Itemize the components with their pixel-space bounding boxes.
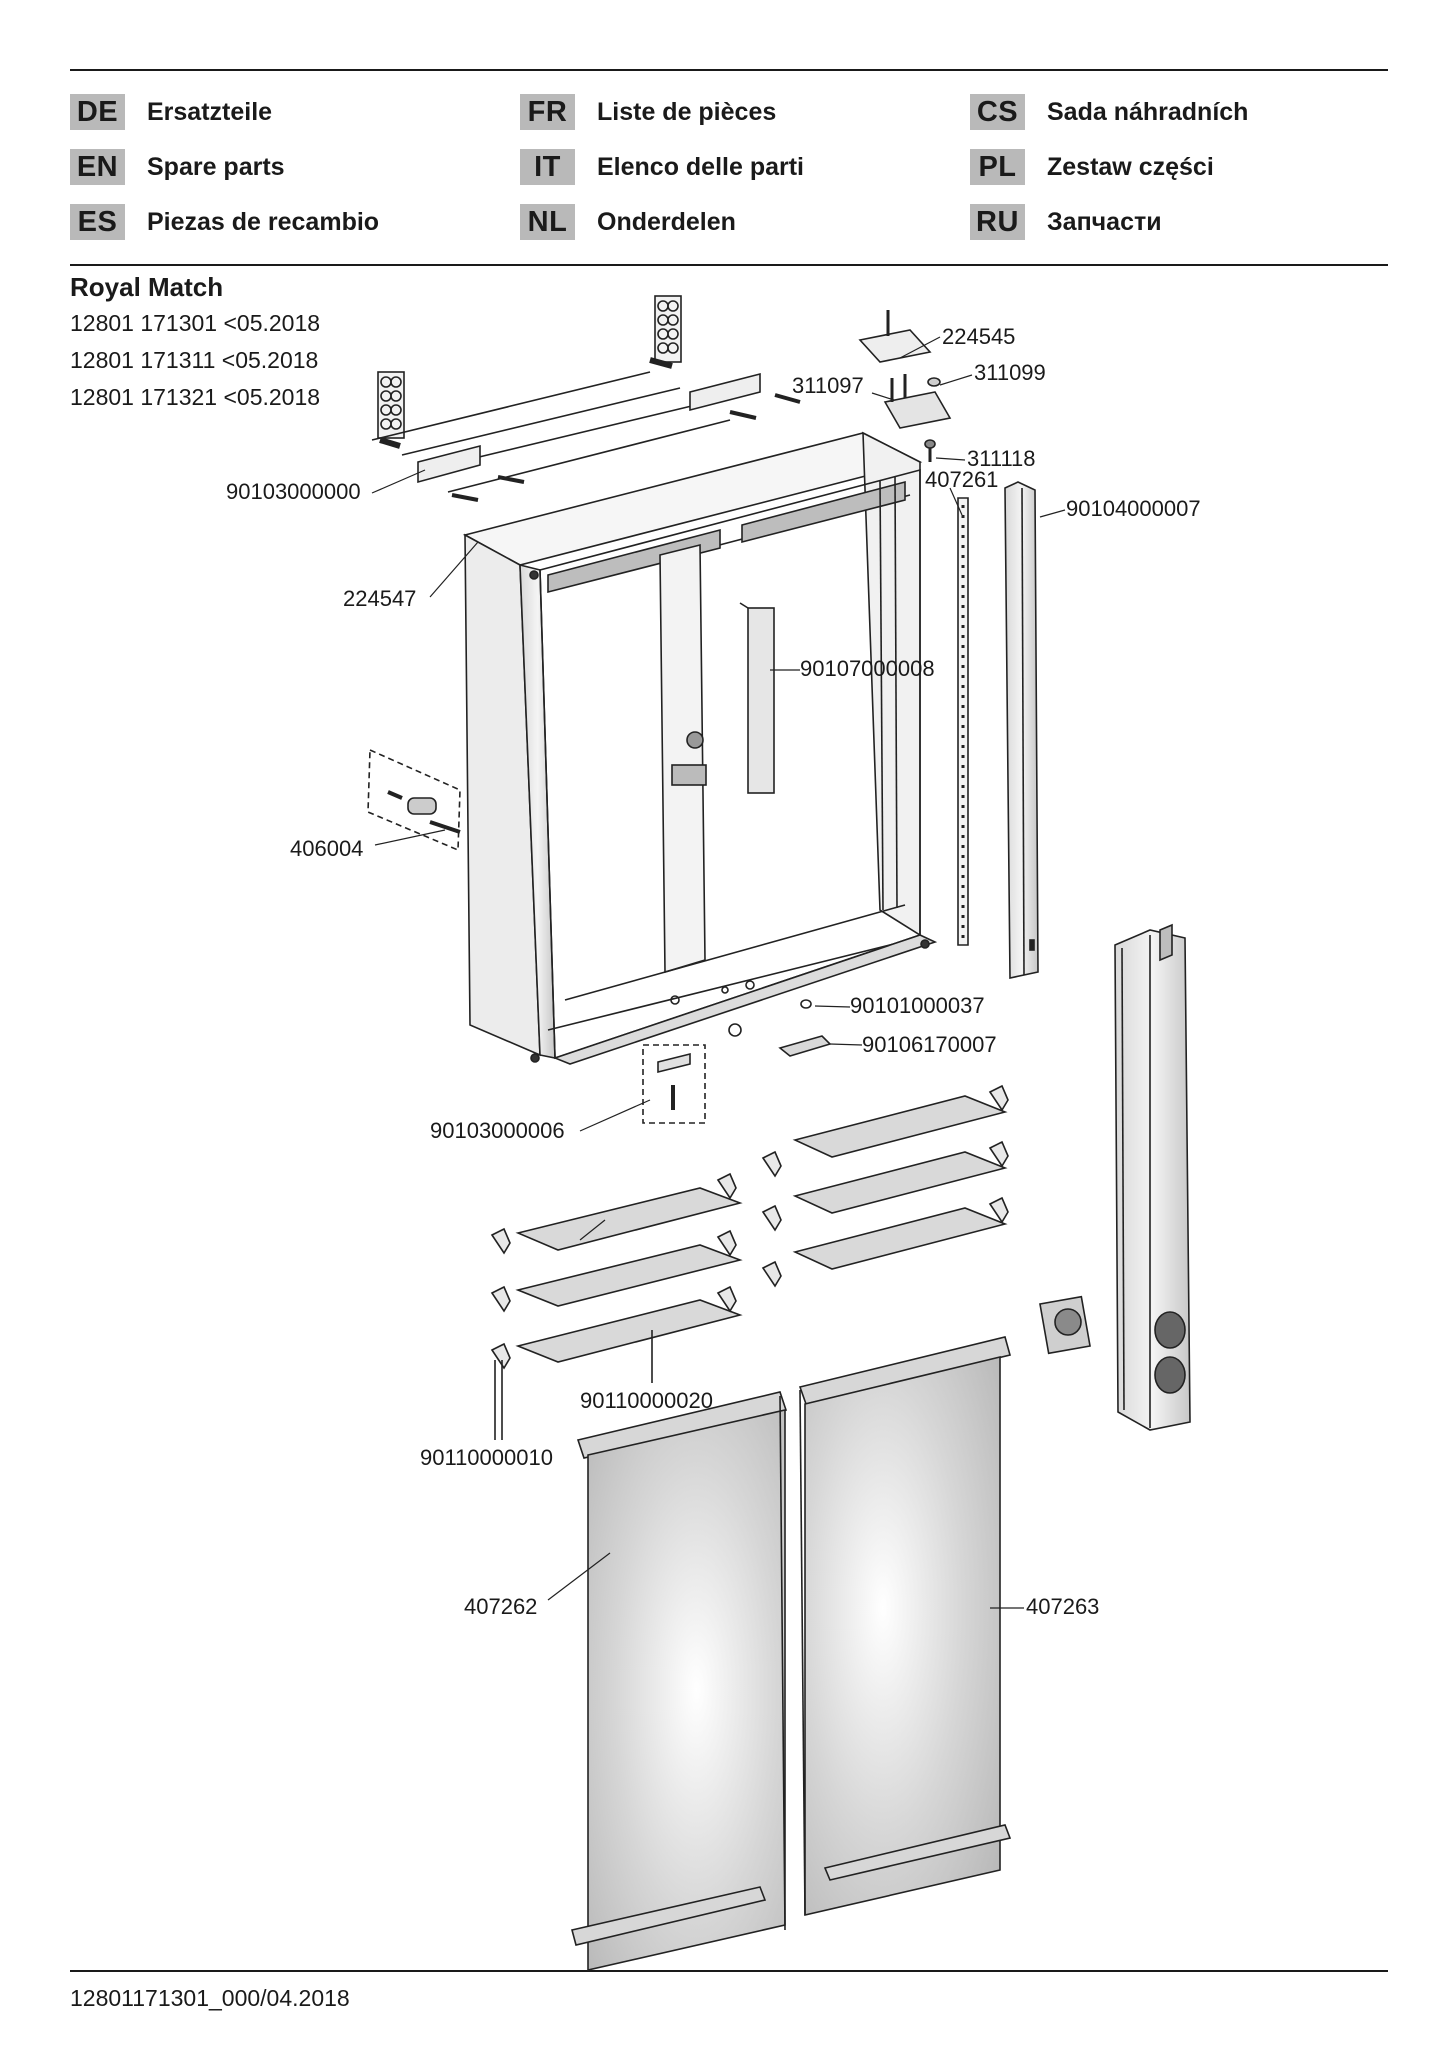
lang-title: Запчасти [1047,207,1162,236]
callout-406004: 406004 [290,836,363,861]
lang-title: Liste de pièces [597,97,777,126]
lang-title: Onderdelen [597,207,736,236]
lang-row-en: EN Spare parts [70,149,285,185]
callout-224547: 224547 [343,586,416,611]
top-rule [70,69,1388,71]
callout-407261: 407261 [925,467,998,492]
lang-row-es: ES Piezas de recambio [70,204,379,240]
lang-code: ES [70,204,125,240]
leader-lines [371,336,1066,1609]
lang-title: Elenco delle parti [597,152,805,181]
header-bottom-rule [70,264,1388,266]
lang-code: CS [970,94,1025,130]
lang-title: Sada náhradních [1047,97,1249,126]
side-profile [1004,481,1039,979]
callout-90101000037: 90101000037 [850,993,985,1018]
lang-row-de: DE Ersatzteile [70,94,272,130]
callout-311099: 311099 [974,360,1046,385]
callout-90103000000: 90103000000 [226,479,361,504]
lang-code: DE [70,94,125,130]
lang-code: EN [70,149,125,185]
lang-row-nl: NL Onderdelen [520,204,736,240]
socket-profile [1039,923,1191,1431]
lang-code: PL [970,149,1025,185]
product-title: Royal Match [70,272,224,302]
lang-code: RU [970,204,1025,240]
footer-rule [70,1970,1388,1972]
lang-row-fr: FR Liste de pièces [520,94,776,130]
shelf-supports [490,1084,1009,1440]
mirror-door-left [571,1391,788,1972]
lang-row-cs: CS Sada náhradních [970,94,1248,130]
callout-407262: 407262 [464,1594,537,1619]
lang-code: NL [520,204,575,240]
mirror-door-right [798,1336,1012,1917]
lang-code: FR [520,94,575,130]
part-callouts: 224545 311099 311097 311118 407261 90104… [226,324,1201,1619]
lang-code: IT [520,149,575,185]
led-strip [957,497,969,946]
wall-bracket-set [371,295,801,502]
lang-row-pl: PL Zestaw części [970,149,1214,185]
callout-90104000007: 90104000007 [1066,496,1201,521]
lang-title: Ersatzteile [147,97,273,126]
callout-407263: 407263 [1026,1594,1099,1619]
callout-90103000006: 90103000006 [430,1118,565,1143]
glass-shelves [515,1095,1008,1383]
lang-title: Spare parts [147,152,285,181]
lang-row-it: IT Elenco delle parti [520,149,804,185]
callout-90107000008: 90107000008 [800,656,935,681]
lang-title: Piezas de recambio [147,207,380,236]
callout-224545: 224545 [942,324,1015,349]
lang-row-ru: RU Запчасти [970,204,1162,240]
callout-90106170007: 90106170007 [862,1032,997,1057]
callout-90110000010: 90110000010 [420,1445,553,1470]
cabinet-body [462,431,938,1065]
callout-311097: 311097 [792,373,864,398]
door-handle-screws [367,748,461,852]
lang-title: Zestaw części [1047,152,1214,181]
model-number: 12801 171311 <05.2018 [70,347,319,373]
callout-90110000020: 90110000020 [580,1388,713,1413]
top-hinge-parts [858,310,952,462]
bottom-small-parts [642,999,832,1124]
callout-311118: 311118 [967,446,1036,471]
model-number: 12801 171301 <05.2018 [70,310,321,336]
document-number: 12801171301_000/04.2018 [70,1985,350,2011]
model-number: 12801 171321 <05.2018 [70,384,321,410]
